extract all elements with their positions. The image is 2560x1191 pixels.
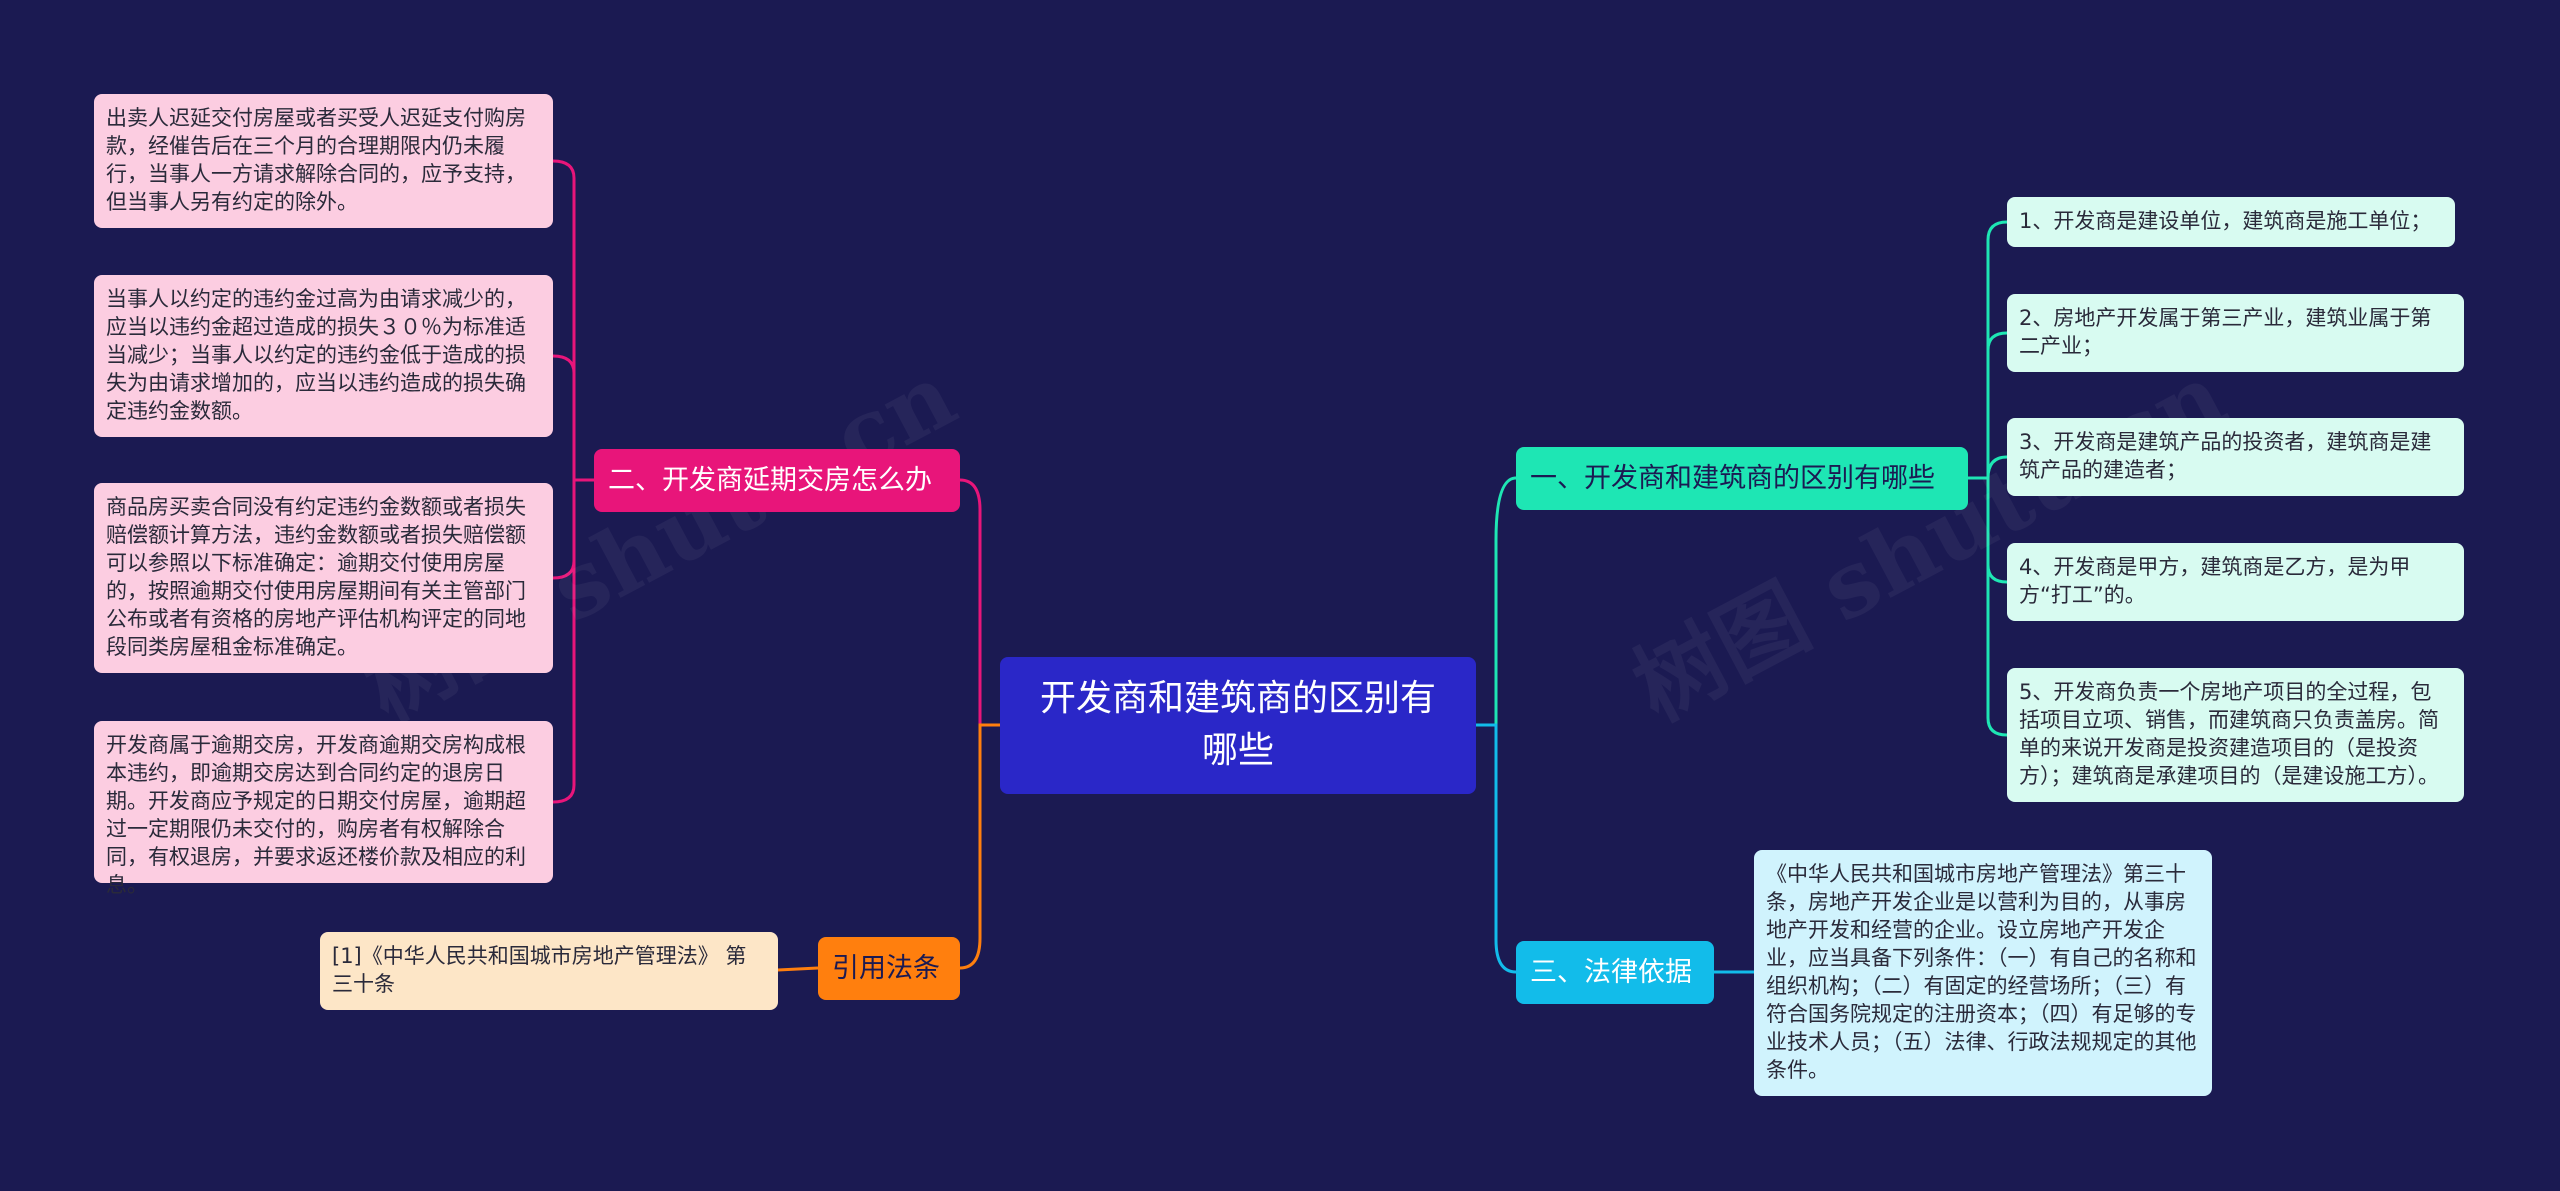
link-center-cite — [959, 723, 1000, 970]
leaf-node[interactable]: 5、开发商负责一个房地产项目的全过程，包括项目立项、销售，而建筑商只负责盖房。简… — [2007, 668, 2464, 802]
link-center-law — [1476, 723, 1517, 974]
leaf-text: 2、房地产开发属于第三产业，建筑业属于第二产业； — [2019, 306, 2432, 358]
leaf-text: 《中华人民共和国城市房地产管理法》第三十条，房地产开发企业是以营利为目的，从事房… — [1766, 862, 2197, 1082]
leaf-text: 商品房买卖合同没有约定违约金数额或者损失赔偿额计算方法，违约金数额或者损失赔偿额… — [106, 495, 526, 659]
branch-label: 三、法律依据 — [1530, 957, 1692, 988]
leaf-text: 出卖人迟延交付房屋或者买受人迟延支付购房款，经催告后在三个月的合理期限内仍未履行… — [106, 106, 526, 214]
leaf-text: 1、开发商是建设单位，建筑商是施工单位； — [2019, 209, 2432, 233]
link-diff-1 — [1968, 220, 2008, 480]
link-delay-3 — [552, 480, 576, 580]
leaf-node[interactable]: 商品房买卖合同没有约定违约金数额或者损失赔偿额计算方法，违约金数额或者损失赔偿额… — [94, 483, 553, 673]
leaf-node[interactable]: 《中华人民共和国城市房地产管理法》第三十条，房地产开发企业是以营利为目的，从事房… — [1754, 850, 2212, 1096]
branch-delayed-delivery[interactable]: 二、开发商延期交房怎么办 — [594, 449, 960, 512]
link-delay-1 — [552, 159, 594, 482]
leaf-text: [1]《中华人民共和国城市房地产管理法》 第三十条 — [332, 944, 747, 996]
leaf-node[interactable]: [1]《中华人民共和国城市房地产管理法》 第三十条 — [320, 932, 778, 1010]
link-diff-3 — [1986, 455, 2008, 479]
link-cite-1 — [777, 966, 819, 972]
link-diff-4 — [1986, 478, 2008, 584]
leaf-node[interactable]: 当事人以约定的违约金过高为由请求减少的，应当以违约金超过造成的损失３０％为标准适… — [94, 275, 553, 437]
leaf-node[interactable]: 出卖人迟延交付房屋或者买受人迟延支付购房款，经催告后在三个月的合理期限内仍未履行… — [94, 94, 553, 228]
branch-label: 二、开发商延期交房怎么办 — [608, 465, 932, 496]
central-topic-label: 开发商和建筑商的区别有哪些 — [1039, 678, 1436, 771]
branch-differences[interactable]: 一、开发商和建筑商的区别有哪些 — [1516, 447, 1968, 510]
leaf-text: 5、开发商负责一个房地产项目的全过程，包括项目立项、销售，而建筑商只负责盖房。简… — [2019, 680, 2439, 788]
link-diff-2 — [1986, 331, 2008, 478]
leaf-node[interactable]: 2、房地产开发属于第三产业，建筑业属于第二产业； — [2007, 294, 2464, 372]
branch-label: 一、开发商和建筑商的区别有哪些 — [1530, 463, 1935, 494]
link-diff-5 — [1986, 478, 2008, 737]
link-delay-4 — [552, 480, 576, 804]
link-delay-2 — [552, 354, 576, 480]
leaf-node[interactable]: 3、开发商是建筑产品的投资者，建筑商是建筑产品的建造者； — [2007, 418, 2464, 496]
link-center-diff — [1476, 476, 1517, 727]
leaf-node[interactable]: 4、开发商是甲方，建筑商是乙方，是为甲方“打工”的。 — [2007, 543, 2464, 621]
branch-cited-law[interactable]: 引用法条 — [818, 937, 960, 1000]
branch-legal-basis[interactable]: 三、法律依据 — [1516, 941, 1714, 1004]
leaf-text: 开发商属于逾期交房，开发商逾期交房构成根本违约，即逾期交房达到合同约定的退房日期… — [106, 733, 526, 897]
leaf-text: 3、开发商是建筑产品的投资者，建筑商是建筑产品的建造者； — [2019, 430, 2432, 482]
leaf-node[interactable]: 开发商属于逾期交房，开发商逾期交房构成根本违约，即逾期交房达到合同约定的退房日期… — [94, 721, 553, 897]
leaf-node[interactable]: 1、开发商是建设单位，建筑商是施工单位； — [2007, 197, 2455, 247]
branch-label: 引用法条 — [832, 953, 940, 984]
leaf-text: 当事人以约定的违约金过高为由请求减少的，应当以违约金超过造成的损失３０％为标准适… — [106, 287, 526, 423]
link-center-delay — [959, 478, 1000, 727]
leaf-text: 4、开发商是甲方，建筑商是乙方，是为甲方“打工”的。 — [2019, 555, 2411, 607]
central-topic[interactable]: 开发商和建筑商的区别有哪些 — [1000, 657, 1476, 794]
